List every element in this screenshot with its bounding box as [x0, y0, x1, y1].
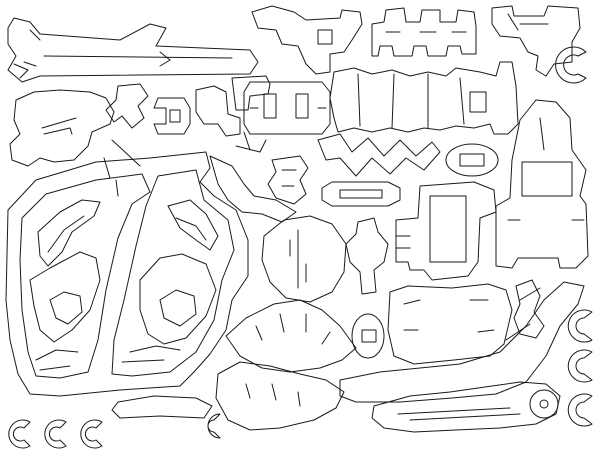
part-c-clip-bottom-3 — [80, 419, 103, 449]
part-small-key — [267, 155, 309, 205]
part-wedge-block — [387, 283, 513, 365]
part-long-arm — [7, 17, 259, 83]
part-shield — [261, 215, 347, 303]
part-oval-center — [445, 143, 499, 177]
part-top-bracket — [251, 5, 363, 75]
part-comb-strip — [371, 7, 477, 57]
part-c-clip-bottom-2 — [44, 419, 67, 449]
part-top-right-hook — [491, 5, 581, 77]
part-c-clip-bottom-1 — [8, 419, 31, 449]
part-wing-right-inner — [121, 199, 219, 363]
part-bottom-strip — [111, 395, 213, 419]
part-c-clip-right-b — [567, 349, 593, 383]
part-tail-sweep — [339, 281, 585, 403]
part-leaf-gear-upper — [225, 299, 357, 373]
part-hook-rail — [209, 131, 297, 223]
part-right-hook — [513, 279, 545, 339]
part-c-clip-right-a — [567, 309, 593, 343]
part-ring-tread-end — [529, 389, 559, 419]
part-c-clip-top-right — [555, 46, 587, 84]
part-d-ring — [153, 97, 191, 135]
part-dog-bone-left — [9, 89, 115, 167]
part-c-clip-right-c — [567, 393, 593, 427]
part-rocket — [495, 99, 589, 269]
part-double-ring — [243, 81, 331, 135]
part-body-block — [395, 181, 497, 281]
part-tread-base — [371, 381, 561, 433]
part-zigzag-strip — [317, 133, 441, 177]
part-oval-small — [351, 313, 385, 359]
part-c-clip-bottom-4 — [207, 413, 221, 439]
part-large-frame — [5, 139, 249, 397]
part-wing-left-inner — [29, 199, 101, 371]
part-leaf-gear-lower — [215, 361, 345, 431]
part-segment-chain — [329, 61, 519, 135]
part-cross-joint — [345, 217, 389, 295]
part-hinge-small — [195, 85, 241, 137]
part-grid-frame-small — [231, 75, 271, 111]
part-small-bracket-a — [105, 83, 149, 129]
part-bow-tie — [321, 181, 401, 207]
